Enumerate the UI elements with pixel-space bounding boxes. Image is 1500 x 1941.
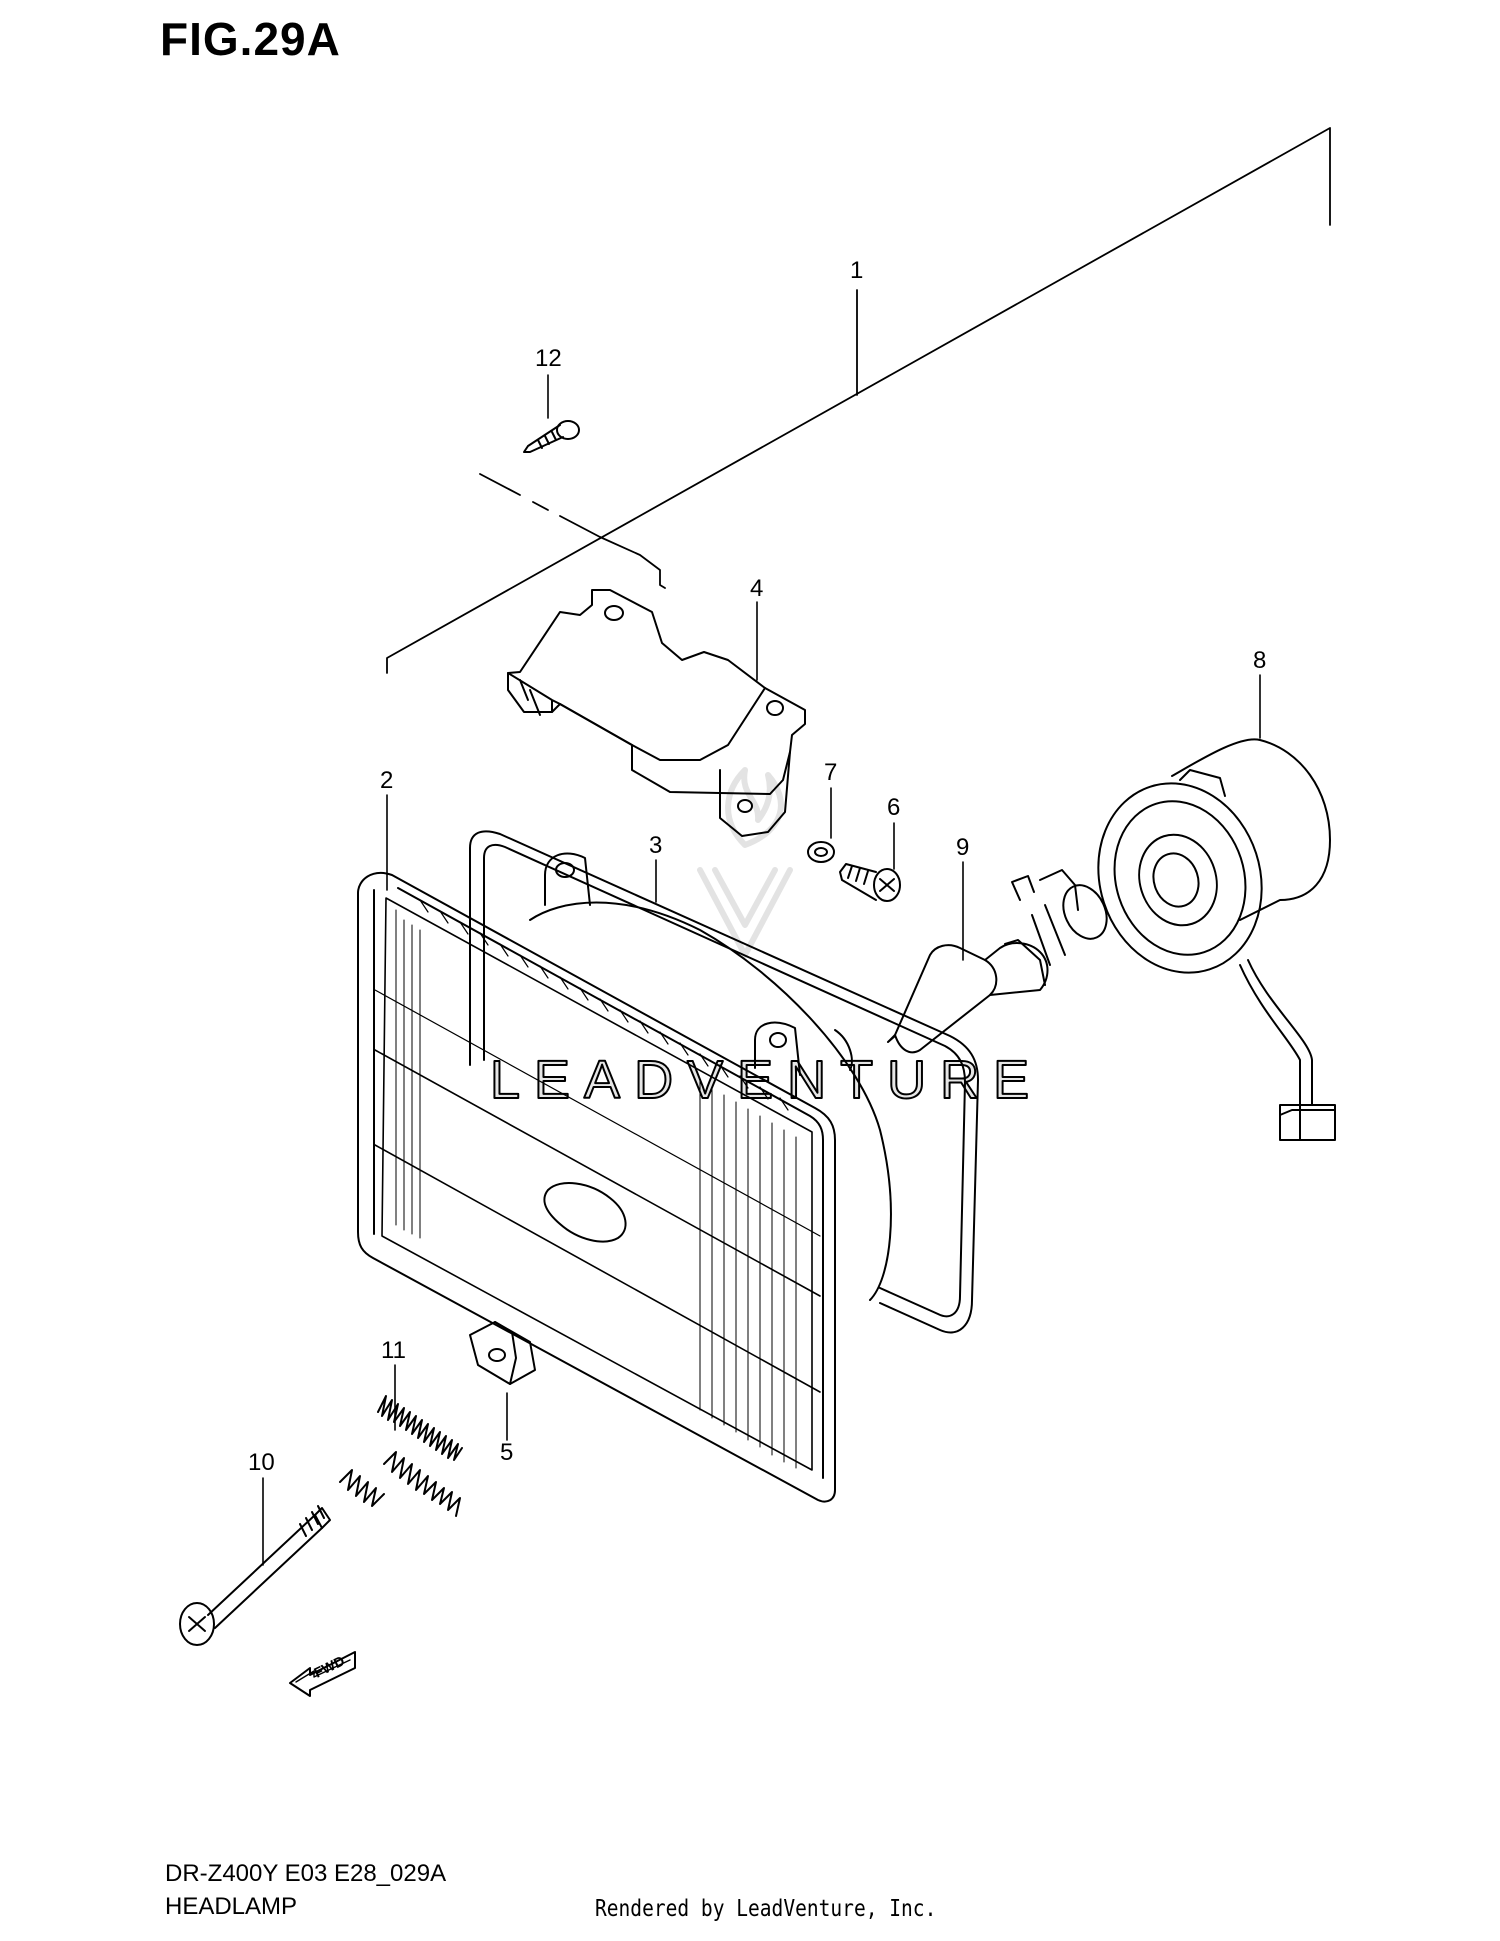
part-2-headlamp-unit bbox=[357, 852, 892, 1503]
watermark-flame-icon bbox=[697, 767, 793, 958]
callout-10: 10 bbox=[248, 1449, 275, 1476]
fwd-arrow-icon: FWD bbox=[289, 1651, 356, 1697]
part-11-spring bbox=[339, 1395, 463, 1517]
callout-6: 6 bbox=[887, 794, 900, 821]
part-10-screw bbox=[179, 1505, 331, 1646]
part-7-washer bbox=[807, 841, 835, 863]
callout-numbers: 1 2 3 4 5 6 7 8 9 10 11 12 bbox=[248, 257, 1266, 1476]
part-5-nut bbox=[469, 1321, 536, 1385]
callout-2: 2 bbox=[380, 767, 393, 794]
part-6-screw bbox=[839, 863, 901, 902]
part-3-gasket bbox=[469, 830, 979, 1334]
callout-7: 7 bbox=[824, 759, 837, 786]
assembly-leader bbox=[386, 127, 1331, 674]
part-9-bulb bbox=[887, 869, 1108, 1054]
callout-8: 8 bbox=[1253, 647, 1266, 674]
rendered-by-credit: Rendered by LeadVenture, Inc. bbox=[595, 1896, 937, 1922]
part-12-screw bbox=[523, 420, 580, 453]
part-4-bracket bbox=[507, 589, 806, 837]
callout-5: 5 bbox=[500, 1439, 513, 1466]
model-code: DR-Z400Y E03 E28_029A bbox=[165, 1860, 447, 1887]
section-name: HEADLAMP bbox=[165, 1893, 298, 1920]
callout-9: 9 bbox=[956, 834, 969, 861]
callout-1: 1 bbox=[850, 257, 863, 284]
callout-4: 4 bbox=[750, 575, 763, 602]
callout-11: 11 bbox=[381, 1337, 406, 1364]
part-8-socket bbox=[1097, 738, 1336, 1141]
figure-title: FIG.29A bbox=[160, 13, 341, 65]
callout-3: 3 bbox=[649, 832, 662, 859]
callout-12: 12 bbox=[535, 345, 562, 372]
watermark: LEADVENTURE bbox=[489, 767, 1043, 1111]
watermark-text: LEADVENTURE bbox=[490, 1050, 1043, 1110]
